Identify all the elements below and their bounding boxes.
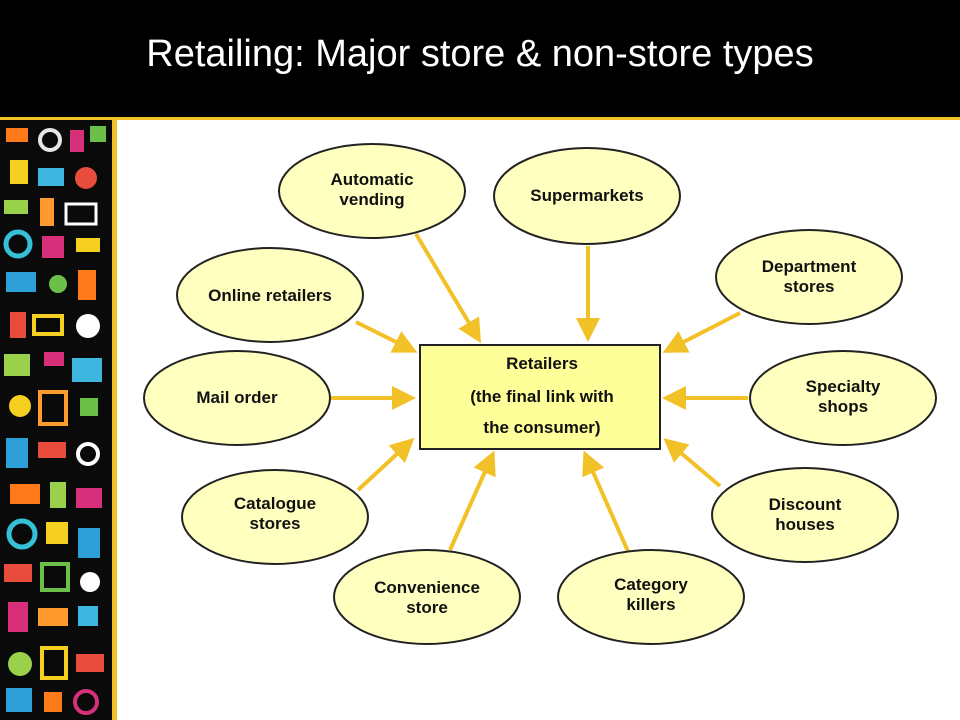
arrow-category-killers [582,450,632,557]
arrow-discount-houses [663,438,722,488]
arrow-catalogue-stores [356,437,415,492]
slide-title: Retailing: Major store & non-store types [146,33,814,75]
label-automatic-vending: Automatic vending [330,170,414,209]
retailers-description-line2: the consumer) [483,418,601,437]
oval-category-killers [557,549,745,645]
oval-supermarkets [493,147,681,245]
label-mail-order: Mail order [196,388,278,407]
oval-department-stores [715,229,903,325]
decorative-icon-strip [0,120,112,720]
title-divider [0,117,960,120]
strip-border [112,120,117,720]
arrow-convenience-store [448,450,496,551]
arrow-automatic-vending [414,232,482,344]
label-category-killers: Category killers [614,575,688,614]
oval-specialty-shops [749,350,937,446]
oval-mail-order [143,350,331,446]
label-online-retailers: Online retailers [208,286,332,305]
oval-convenience-store [333,549,521,645]
label-specialty-shops: Specialty shops [805,377,881,416]
oval-automatic-vending [278,143,466,239]
oval-discount-houses [711,467,899,563]
label-department-stores: Department stores [761,257,857,296]
arrow-department-stores [662,311,741,353]
label-catalogue-stores: Catalogue stores [233,494,317,533]
oval-online-retailers [176,247,364,343]
retailers-heading: Retailers [506,354,578,373]
label-discount-houses: Discount houses [768,495,842,534]
label-supermarkets: Supermarkets [530,186,644,205]
arrow-online-retailers [355,320,418,353]
icon-pattern [3,126,106,715]
title-bar: Retailing: Major store & non-store types [0,0,960,117]
retailers-box: Retailers (the final link with the consu… [419,344,661,450]
oval-catalogue-stores [181,469,369,565]
label-convenience-store: Convenience store [374,578,480,617]
retailers-description-line1: (the final link with [470,387,614,406]
